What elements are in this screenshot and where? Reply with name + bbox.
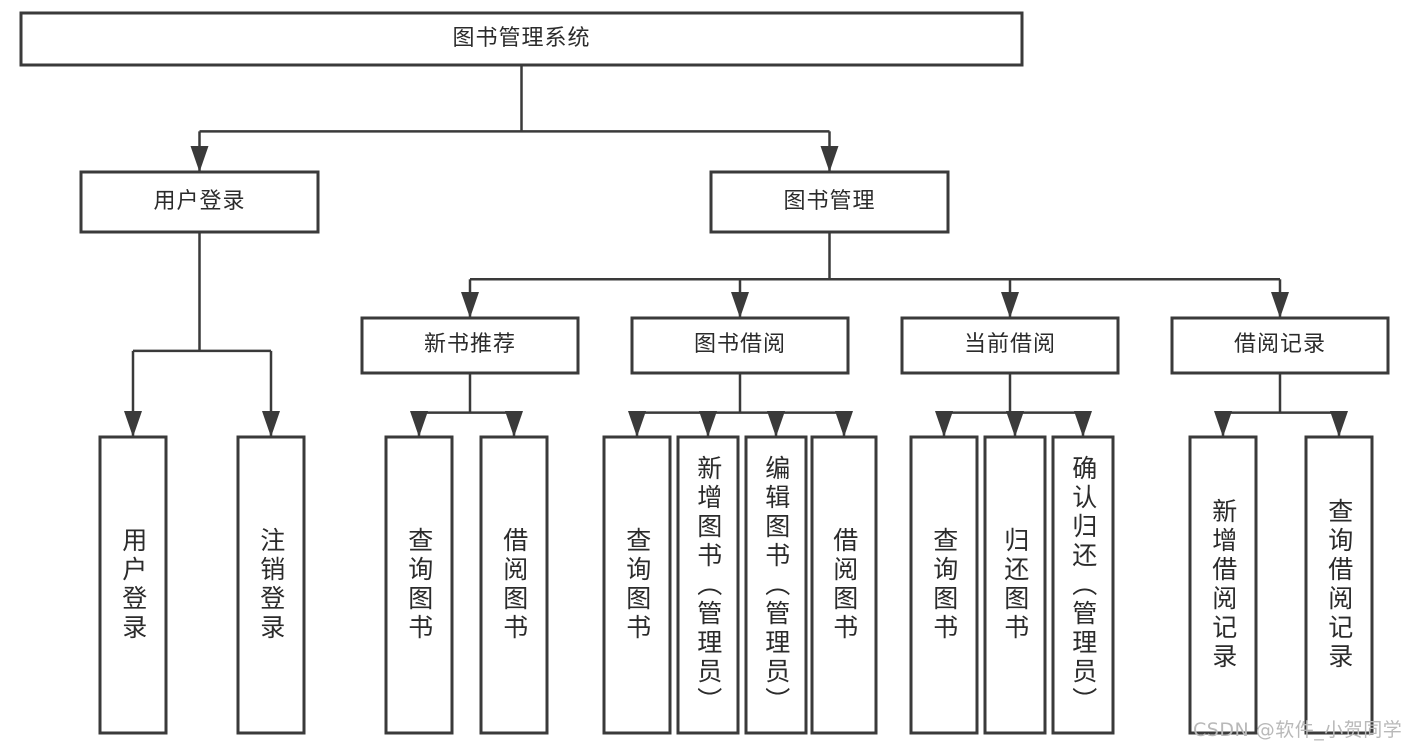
arrow-head-icon bbox=[1074, 411, 1092, 437]
node-box-leaf-user-logout[interactable] bbox=[236, 435, 306, 735]
arrow-head-icon bbox=[1271, 292, 1289, 318]
arrow-head-icon bbox=[767, 411, 785, 437]
arrow-head-icon bbox=[1214, 411, 1232, 437]
arrow-head-icon bbox=[699, 411, 717, 437]
node-box-login[interactable] bbox=[79, 170, 320, 234]
node-box-record[interactable] bbox=[1170, 316, 1390, 375]
arrow-head-icon bbox=[820, 146, 839, 172]
arrow-head-icon bbox=[835, 411, 853, 437]
node-box-leaf-add-book[interactable] bbox=[676, 435, 740, 735]
node-box-leaf-borrow-book-1[interactable] bbox=[479, 435, 549, 735]
arrow-head-icon bbox=[410, 411, 428, 437]
arrow-head-icon bbox=[935, 411, 953, 437]
arrow-head-icon bbox=[1006, 411, 1024, 437]
node-box-leaf-add-record[interactable] bbox=[1188, 435, 1258, 735]
node-box-leaf-query-book-1[interactable] bbox=[384, 435, 454, 735]
node-box-leaf-edit-book[interactable] bbox=[744, 435, 808, 735]
arrow-head-icon bbox=[124, 411, 142, 437]
arrow-head-icon bbox=[461, 292, 479, 318]
node-box-leaf-borrow-book-2[interactable] bbox=[810, 435, 878, 735]
arrow-head-icon bbox=[1001, 292, 1019, 318]
arrow-head-icon bbox=[628, 411, 646, 437]
arrow-head-icon bbox=[190, 146, 209, 172]
node-box-leaf-user-login[interactable] bbox=[98, 435, 168, 735]
node-box-leaf-confirm-return[interactable] bbox=[1051, 435, 1115, 735]
node-box-root[interactable] bbox=[19, 11, 1024, 67]
node-box-newbook[interactable] bbox=[360, 316, 580, 375]
node-box-borrow[interactable] bbox=[630, 316, 850, 375]
arrow-head-icon bbox=[731, 292, 749, 318]
arrow-head-icon bbox=[262, 411, 280, 437]
connector-layer bbox=[124, 65, 1348, 437]
node-box-leaf-query-book-3[interactable] bbox=[909, 435, 979, 735]
arrow-head-icon bbox=[1330, 411, 1348, 437]
arrow-head-icon bbox=[505, 411, 523, 437]
csdn-watermark: CSDN @软件_小贺同学 bbox=[1193, 719, 1403, 741]
node-box-leaf-return-book[interactable] bbox=[983, 435, 1047, 735]
node-box-leaf-query-book-2[interactable] bbox=[602, 435, 672, 735]
node-box-bookmgmt[interactable] bbox=[709, 170, 950, 234]
node-box-current[interactable] bbox=[900, 316, 1120, 375]
node-box-leaf-query-record[interactable] bbox=[1304, 435, 1374, 735]
